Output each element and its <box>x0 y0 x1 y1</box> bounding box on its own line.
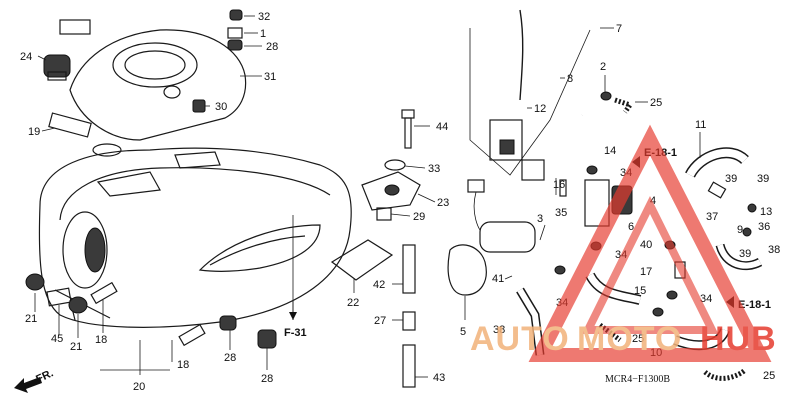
callout-5: 5 <box>460 326 466 338</box>
reference-e18-1-bottom: E-18-1 <box>738 299 771 311</box>
callout-28: 28 <box>266 41 278 53</box>
callout-36: 36 <box>758 221 770 233</box>
callout-7: 7 <box>616 23 622 35</box>
bolt-32 <box>229 9 243 21</box>
callout-28: 28 <box>224 352 236 364</box>
pad-18a <box>90 281 118 305</box>
callout-25: 25 <box>763 370 775 382</box>
ref-arrow-f31 <box>289 300 297 320</box>
cushion-21b <box>68 296 88 314</box>
callout-18: 18 <box>95 334 107 346</box>
pipe-42 <box>402 244 416 294</box>
cushion-21a <box>25 273 45 291</box>
pipe-43 <box>402 344 416 388</box>
callout-25: 25 <box>632 333 644 345</box>
fuel-valve-assembly <box>469 9 591 176</box>
callout-6: 6 <box>628 221 634 233</box>
callout-29: 29 <box>413 211 425 223</box>
callout-38: 38 <box>768 244 780 256</box>
callout-21: 21 <box>25 313 37 325</box>
rubber-28b <box>219 315 237 331</box>
callout-31: 31 <box>264 71 276 83</box>
screw-27 <box>402 311 416 331</box>
callout-28: 28 <box>261 373 273 385</box>
callout-34: 34 <box>700 293 712 305</box>
callout-37: 37 <box>706 211 718 223</box>
callout-33: 33 <box>428 163 440 175</box>
grommet-30 <box>192 99 206 113</box>
callout-19: 19 <box>28 126 40 138</box>
callout-13: 13 <box>760 206 772 218</box>
callout-42: 42 <box>373 279 385 291</box>
callout-4: 4 <box>650 195 656 207</box>
callout-24: 24 <box>20 51 32 63</box>
callout-43: 43 <box>433 372 445 384</box>
callout-20: 20 <box>133 381 145 393</box>
callout-45: 45 <box>51 333 63 345</box>
washer-33 <box>384 159 406 171</box>
callout-35: 35 <box>555 207 567 219</box>
drawing-code: MCR4−F1300B <box>605 374 670 385</box>
bolt-44 <box>401 109 415 149</box>
collar-1 <box>227 27 243 39</box>
watermark-text-mid: MOTO <box>577 320 682 358</box>
fuel-tank <box>38 143 352 328</box>
callout-9: 9 <box>737 224 743 236</box>
callout-39: 39 <box>739 248 751 260</box>
leader-lines <box>34 15 701 378</box>
callout-15: 15 <box>634 285 646 297</box>
callout-38: 38 <box>493 324 505 336</box>
pad-18b <box>178 323 206 347</box>
callout-39: 39 <box>757 173 769 185</box>
watermark: AUTO MOTO HUB <box>470 124 777 362</box>
tank-cover <box>69 29 247 141</box>
callout-16: 16 <box>553 179 565 191</box>
callout-17: 17 <box>640 266 652 278</box>
sensor-22 <box>330 239 394 281</box>
callout-21: 21 <box>70 341 82 353</box>
callout-41: 41 <box>492 273 504 285</box>
bracket-23 <box>361 171 421 211</box>
watermark-triangle-icon <box>528 124 772 362</box>
callout-12: 12 <box>534 103 546 115</box>
rubber-28 <box>227 39 243 51</box>
callout-14: 14 <box>604 145 616 157</box>
watermark-text-right: HUB <box>700 320 777 358</box>
reference-f31: F-31 <box>284 327 307 339</box>
callout-23: 23 <box>437 197 449 209</box>
spring-25a <box>614 97 635 114</box>
callout-18: 18 <box>177 359 189 371</box>
spring-25c <box>703 368 747 381</box>
callout-39: 39 <box>725 173 737 185</box>
callout-1: 1 <box>260 28 266 40</box>
callout-8: 8 <box>567 73 573 85</box>
fuel-pump <box>447 159 545 296</box>
callout-30: 30 <box>215 101 227 113</box>
watermark-text-left: AUTO <box>470 320 570 358</box>
callout-11: 11 <box>695 119 706 131</box>
callout-2: 2 <box>600 61 606 73</box>
callout-25: 25 <box>650 97 662 109</box>
label-45 <box>46 287 72 307</box>
callout-3: 3 <box>537 213 543 225</box>
callout-40: 40 <box>640 239 652 251</box>
callout-27: 27 <box>374 315 386 327</box>
callout-32: 32 <box>258 11 270 23</box>
pad-19 <box>48 112 92 138</box>
key-cap <box>43 19 91 81</box>
callout-44: 44 <box>436 121 448 133</box>
rubber-28c <box>257 329 277 349</box>
callout-22: 22 <box>347 297 359 309</box>
